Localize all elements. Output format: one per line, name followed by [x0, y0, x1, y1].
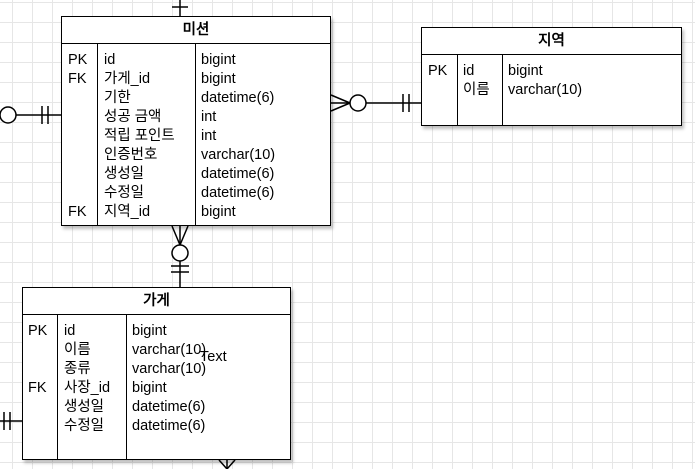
- name-column: id 가게_id 기한 성공 금액 적립 포인트 인증번호 생성일 수정일 지역…: [97, 44, 195, 225]
- key-label: [68, 127, 97, 146]
- entity-title: 지역: [422, 28, 681, 55]
- field-type: int: [201, 109, 217, 125]
- field-type: bigint: [132, 380, 167, 396]
- key-label: [28, 360, 57, 379]
- floating-text-label[interactable]: Text: [200, 349, 227, 365]
- field-name: 이름: [463, 82, 490, 98]
- field-type: bigint: [201, 71, 236, 87]
- entity-title: 가게: [23, 288, 290, 315]
- field-type: varchar(10): [201, 147, 276, 163]
- key-label: [28, 341, 57, 360]
- type-column: bigint varchar(10): [502, 55, 681, 125]
- key-label: FK: [28, 380, 47, 396]
- field-type: datetime(6): [201, 166, 275, 182]
- name-column: id 이름 종류 사장_id 생성일 수정일: [57, 315, 126, 459]
- key-label: [428, 81, 457, 100]
- field-name: id: [104, 52, 116, 68]
- field-type: datetime(6): [201, 185, 275, 201]
- field-name: 사장_id: [64, 380, 111, 396]
- key-label: [28, 417, 57, 436]
- key-label: PK: [28, 323, 48, 339]
- field-name: id: [64, 323, 76, 339]
- field-type: bigint: [132, 323, 167, 339]
- key-column: PK FK FK: [62, 44, 97, 225]
- key-label: PK: [68, 52, 88, 68]
- field-type: datetime(6): [201, 90, 275, 106]
- field-type: bigint: [508, 63, 543, 79]
- field-type: int: [201, 128, 217, 144]
- entity-title: 미션: [62, 17, 330, 44]
- field-name: id: [463, 63, 475, 79]
- key-label: [68, 165, 97, 184]
- field-name: 종류: [64, 361, 91, 377]
- field-type: datetime(6): [132, 399, 206, 415]
- region-entity[interactable]: 지역 PK id 이름 bigint varchar(10): [421, 27, 682, 126]
- field-name: 기한: [104, 90, 131, 106]
- field-name: 생성일: [64, 399, 105, 415]
- field-type: varchar(10): [132, 342, 207, 358]
- key-label: FK: [68, 71, 87, 87]
- field-type: datetime(6): [132, 418, 206, 434]
- field-name: 인증번호: [104, 147, 158, 163]
- type-column: bigint bigint datetime(6) int int varcha…: [195, 44, 330, 225]
- key-label: FK: [68, 204, 87, 220]
- key-column: PK FK: [23, 315, 57, 459]
- field-name: 수정일: [64, 418, 105, 434]
- field-type: varchar(10): [508, 82, 583, 98]
- field-type: bigint: [201, 52, 236, 68]
- field-name: 성공 금액: [104, 109, 162, 125]
- store-entity[interactable]: 가게 PK FK id 이름 종류 사장_id 생성일 수정일 bigint v…: [22, 287, 291, 460]
- key-column: PK: [422, 55, 457, 125]
- key-label: [68, 184, 97, 203]
- field-name: 생성일: [104, 166, 145, 182]
- field-name: 적립 포인트: [104, 128, 175, 144]
- field-name: 수정일: [104, 185, 145, 201]
- key-label: [68, 89, 97, 108]
- field-type: varchar(10): [132, 361, 207, 377]
- key-label: [68, 108, 97, 127]
- field-name: 이름: [64, 342, 91, 358]
- key-label: [28, 398, 57, 417]
- key-label: PK: [428, 63, 448, 79]
- name-column: id 이름: [457, 55, 502, 125]
- key-label: [68, 146, 97, 165]
- field-type: bigint: [201, 204, 236, 220]
- field-name: 지역_id: [104, 204, 151, 220]
- mission-entity[interactable]: 미션 PK FK FK id 가게_id 기한 성공 금액 적립 포인트 인증번…: [61, 16, 331, 226]
- field-name: 가게_id: [104, 71, 151, 87]
- type-column: bigint varchar(10) varchar(10) bigint da…: [126, 315, 290, 459]
